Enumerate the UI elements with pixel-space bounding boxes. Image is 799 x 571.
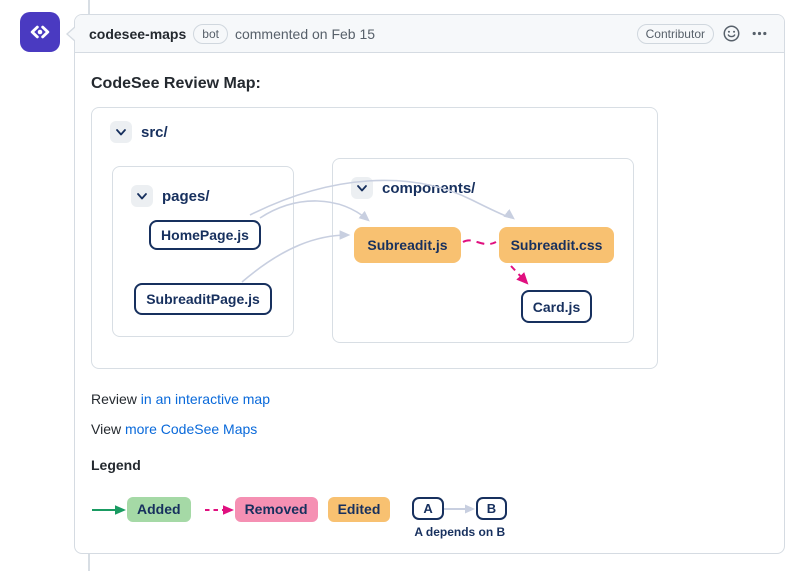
pages-folder-header: pages/ <box>131 185 210 207</box>
chevron-down-icon <box>357 184 367 191</box>
contributor-badge: Contributor <box>636 23 714 44</box>
node-subreaditpage-js[interactable]: SubreaditPage.js <box>134 283 272 315</box>
smiley-icon <box>723 25 740 42</box>
kebab-menu-button[interactable] <box>749 23 770 44</box>
collapse-pages-button[interactable] <box>131 185 153 207</box>
review-line: Review in an interactive map <box>91 391 768 407</box>
depends-legend-group: A B A depends on B <box>412 497 508 539</box>
depends-legend-row: A B <box>412 497 508 520</box>
collapse-components-button[interactable] <box>351 177 373 199</box>
comment-author[interactable]: codesee-maps <box>89 25 187 42</box>
more-maps-link[interactable]: more CodeSee Maps <box>124 421 258 437</box>
legend-edited-label: Edited <box>327 497 391 522</box>
codesee-bot-avatar[interactable] <box>20 12 60 52</box>
pages-folder-label: pages/ <box>162 187 210 205</box>
comment-card: codesee-maps bot commented on Feb 15 Con… <box>66 14 785 554</box>
comment-header: codesee-maps bot commented on Feb 15 Con… <box>66 15 784 53</box>
node-subreadit-css[interactable]: Subreadit.css <box>499 227 614 263</box>
depends-caption: A depends on B <box>414 525 506 539</box>
bot-badge: bot <box>193 23 228 44</box>
review-map-title: CodeSee Review Map: <box>91 75 261 92</box>
view-line: View more CodeSee Maps <box>91 421 768 437</box>
legend-node-a: A <box>412 497 444 520</box>
chevron-down-icon <box>116 128 126 135</box>
collapse-src-button[interactable] <box>110 121 132 143</box>
view-prefix: View <box>91 421 122 437</box>
comment-timestamp[interactable]: commented on Feb 15 <box>234 25 376 42</box>
added-arrow-icon <box>92 505 126 515</box>
legend-added-label: Added <box>127 497 191 522</box>
legend-node-b: B <box>475 497 508 520</box>
add-reaction-button[interactable] <box>721 23 742 44</box>
node-homepage-js[interactable]: HomePage.js <box>149 220 261 250</box>
comment-body: CodeSee Review Map: pages/ <box>75 53 784 553</box>
legend-title: Legend <box>91 457 141 473</box>
src-folder-label: src/ <box>141 123 168 141</box>
speech-caret <box>66 26 76 42</box>
kebab-menu-icon <box>752 31 767 36</box>
node-subreadit-js[interactable]: Subreadit.js <box>354 227 461 263</box>
chevron-down-icon <box>137 192 147 199</box>
interactive-map-link[interactable]: in an interactive map <box>140 391 270 407</box>
depends-arrow-icon <box>443 504 475 513</box>
review-map-diagram: pages/ components/ <box>91 107 658 369</box>
components-folder-label: components/ <box>382 179 476 197</box>
removed-arrow-icon <box>204 505 234 515</box>
review-prefix: Review <box>91 391 137 407</box>
node-card-js[interactable]: Card.js <box>521 290 592 323</box>
legend-removed-label: Removed <box>234 497 318 522</box>
legend-row: Added Removed Edited A <box>91 497 768 539</box>
codesee-logo-icon <box>30 25 50 39</box>
components-folder-header: components/ <box>351 177 475 199</box>
src-folder-header: src/ <box>110 121 168 143</box>
